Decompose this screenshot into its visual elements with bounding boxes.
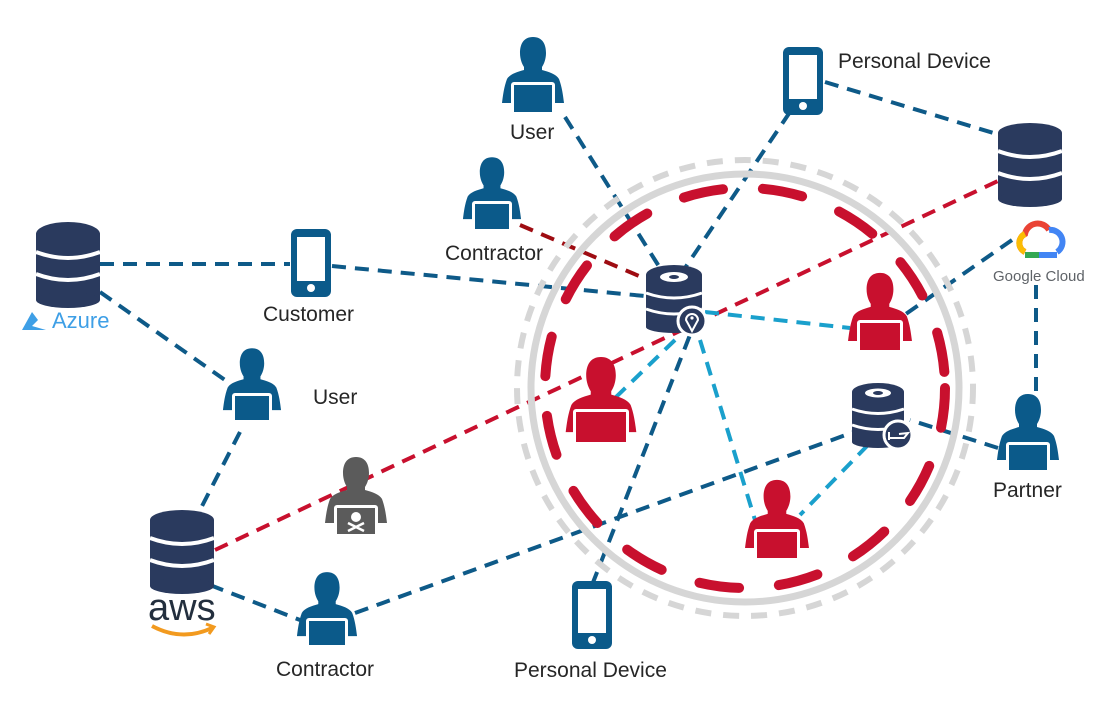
link-aws-contractor: [209, 583, 301, 622]
google-cloud-logo: Google Cloud: [993, 220, 1085, 285]
link-contractor-top-hub: [519, 223, 661, 287]
gear-icon: [865, 388, 891, 398]
contractor-bottom-icon[interactable]: [296, 572, 358, 648]
google-cloud-icon: [1016, 220, 1066, 258]
insider-user-3-icon[interactable]: [745, 479, 809, 561]
link-phone-top-hub: [683, 110, 792, 270]
partner-icon[interactable]: [997, 394, 1059, 473]
link-hub-insider-2: [704, 310, 851, 330]
link-hub-insider-1: [613, 338, 677, 400]
hand-share-badge: [882, 419, 914, 451]
perimeter-red-dashed-ring: [540, 183, 950, 593]
google-cloud-label: Google Cloud: [993, 268, 1085, 285]
link-phone-top-gcloud: [824, 80, 1001, 137]
azure-logo-icon: [22, 312, 46, 330]
personal-device-bottom-icon[interactable]: [572, 581, 612, 649]
location-pin-badge: [676, 305, 708, 337]
malicious-user-icon[interactable]: [325, 457, 387, 537]
connection-links: [98, 80, 1038, 622]
skull-crossbones-icon: [347, 512, 365, 533]
personal-device-bottom-label: Personal Device: [514, 659, 667, 682]
customer-label: Customer: [263, 303, 354, 326]
shared-server-icon[interactable]: [851, 383, 914, 451]
link-shared-insider-3: [798, 443, 870, 517]
contractor-top-icon[interactable]: [462, 157, 522, 232]
link-customer-hub: [331, 264, 656, 299]
security-perimeter: [514, 157, 976, 619]
google-cloud-database-icon[interactable]: [997, 123, 1063, 207]
aws-database-icon[interactable]: [149, 510, 215, 594]
contractor-top-label: Contractor: [445, 242, 543, 265]
perimeter-solid-ring: [527, 170, 963, 606]
insider-user-2-icon[interactable]: [848, 272, 912, 353]
user-left-icon[interactable]: [222, 348, 282, 423]
link-azure-user-left: [98, 290, 234, 387]
link-hub-insider-3: [698, 339, 757, 521]
link-user-top-hub: [563, 115, 662, 270]
aws-logo: aws: [148, 587, 217, 637]
personal-device-top-icon[interactable]: [783, 47, 823, 115]
user-left-label: User: [313, 386, 357, 409]
link-user-left-aws: [198, 431, 242, 511]
aws-label: aws: [148, 587, 216, 629]
insider-user-1-icon[interactable]: [565, 357, 637, 445]
contractor-bottom-label: Contractor: [276, 658, 374, 681]
gear-icon: [660, 272, 688, 282]
hub-server-icon[interactable]: [645, 265, 708, 337]
user-top-label: User: [510, 121, 554, 144]
location-pin-icon: [684, 313, 700, 334]
customer-phone-icon[interactable]: [291, 229, 331, 297]
link-aws-hacker-gcloud: [214, 178, 1001, 552]
user-top-icon[interactable]: [502, 37, 564, 115]
azure-logo: Azure: [22, 308, 109, 333]
partner-label: Partner: [993, 479, 1062, 502]
aws-smile-icon: [151, 624, 213, 637]
azure-label: Azure: [52, 308, 109, 333]
perimeter-outer-dashed-ring: [514, 157, 976, 619]
azure-database-icon[interactable]: [35, 222, 101, 308]
personal-device-top-label: Personal Device: [838, 50, 991, 73]
open-hand-icon: [888, 431, 911, 440]
